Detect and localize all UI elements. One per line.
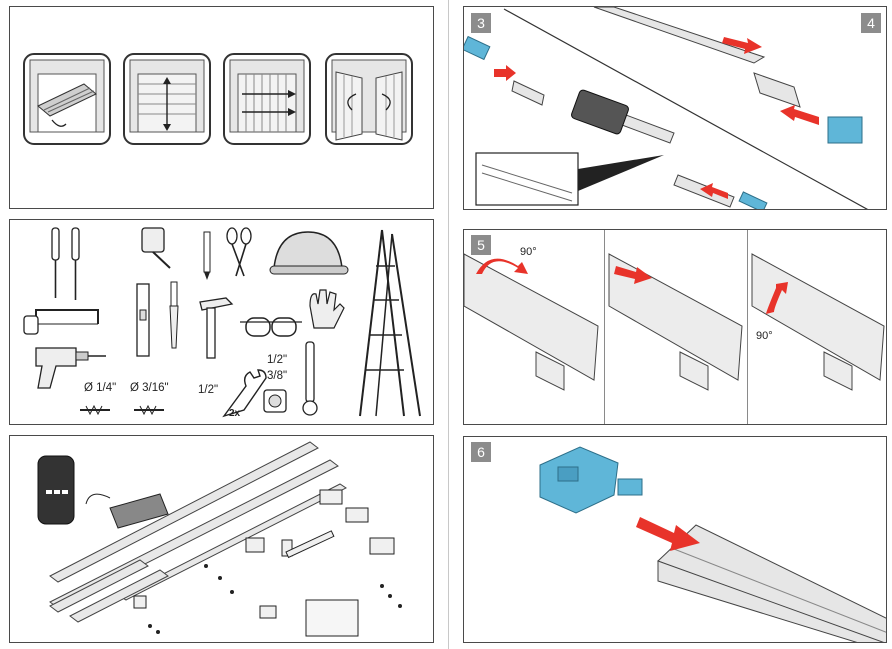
- step-5-badge: 5: [471, 235, 491, 255]
- drill-bit-icon: [80, 404, 164, 416]
- carriage-icon: [571, 89, 629, 135]
- step-4-badge: 4: [861, 13, 881, 33]
- socket-size-a-label: 1/2": [267, 354, 288, 366]
- coupler-blue-icon: [539, 446, 643, 514]
- door-types-panel: [9, 6, 434, 209]
- level-icon: [136, 283, 150, 357]
- door-types-illustration: [23, 53, 413, 145]
- door-side-hinged-icon: [325, 53, 413, 145]
- push-arrow-icon: [636, 517, 700, 551]
- parts-kit-panel: [9, 435, 434, 643]
- rail-profile-c-icon: [751, 253, 885, 391]
- wrench-size-label: 1/2": [198, 384, 219, 396]
- step-6-badge: 6: [471, 442, 491, 462]
- socket-wrench-icon: [263, 341, 318, 416]
- rotation-ccw-label: 90°: [756, 330, 773, 342]
- rail-profile-a-icon: [464, 253, 599, 391]
- safety-glasses-icon: [240, 317, 302, 337]
- rail-sections-icon: [49, 441, 347, 623]
- drill-size-2-label: Ø 3/16": [130, 382, 169, 394]
- parts-kit-illustration: [37, 441, 402, 637]
- page-center-divider: [448, 0, 449, 649]
- step-5-panel: 5 90° 90°: [463, 229, 887, 425]
- step-3-4-panel: 3 4: [463, 6, 887, 210]
- tools-panel: Ø 1/4" Ø 3/16" 1/2" 2x 1/2" 3/8": [9, 219, 434, 425]
- wrench-quantity-label: 2x: [229, 408, 241, 419]
- hard-hat-icon: [269, 231, 349, 275]
- rail-assembly-illustration: [464, 7, 886, 209]
- subpanel-divider-2: [747, 230, 748, 424]
- gloves-icon: [309, 289, 345, 329]
- screwdriver-icon: [51, 227, 80, 300]
- door-sectional-icon: [123, 53, 211, 145]
- motor-unit-icon: [85, 493, 169, 529]
- tape-measure-icon: [141, 227, 171, 269]
- step-6-panel: 6: [463, 436, 887, 643]
- ladder-icon: [359, 229, 421, 417]
- push-arrow-icon: [494, 37, 819, 199]
- rotate-illustration: [464, 253, 885, 391]
- wrench-icon: [222, 369, 267, 418]
- step-3-badge: 3: [471, 13, 491, 33]
- drill-size-1-label: Ø 1/4": [84, 382, 117, 394]
- rail-profile-b-icon: [608, 253, 743, 391]
- detail-callout-icon: [475, 152, 664, 206]
- subpanel-divider-1: [604, 230, 605, 424]
- hammer-icon: [199, 297, 234, 359]
- socket-size-b-label: 3/8": [267, 370, 288, 382]
- rotation-cw-label: 90°: [520, 246, 537, 258]
- coupler-blue-icon: [464, 35, 863, 209]
- slide-arrow-icon: [614, 266, 652, 284]
- door-tilt-icon: [23, 53, 111, 145]
- rotate-arrow-icon: [476, 258, 788, 314]
- fasteners-icon: [148, 564, 402, 634]
- rail-top-icon: [593, 7, 801, 108]
- hacksaw-icon: [23, 309, 99, 335]
- tools-illustration: [23, 227, 421, 418]
- rail-channel-icon: [657, 524, 886, 642]
- remote-control-icon: [37, 455, 75, 525]
- coupler-insert-illustration: [539, 446, 886, 642]
- door-sliding-icon: [223, 53, 311, 145]
- pencil-icon: [203, 231, 211, 280]
- wire-cutter-icon: [226, 227, 252, 277]
- brackets-icon: [133, 489, 395, 637]
- file-icon: [169, 281, 179, 349]
- drill-icon: [35, 347, 106, 389]
